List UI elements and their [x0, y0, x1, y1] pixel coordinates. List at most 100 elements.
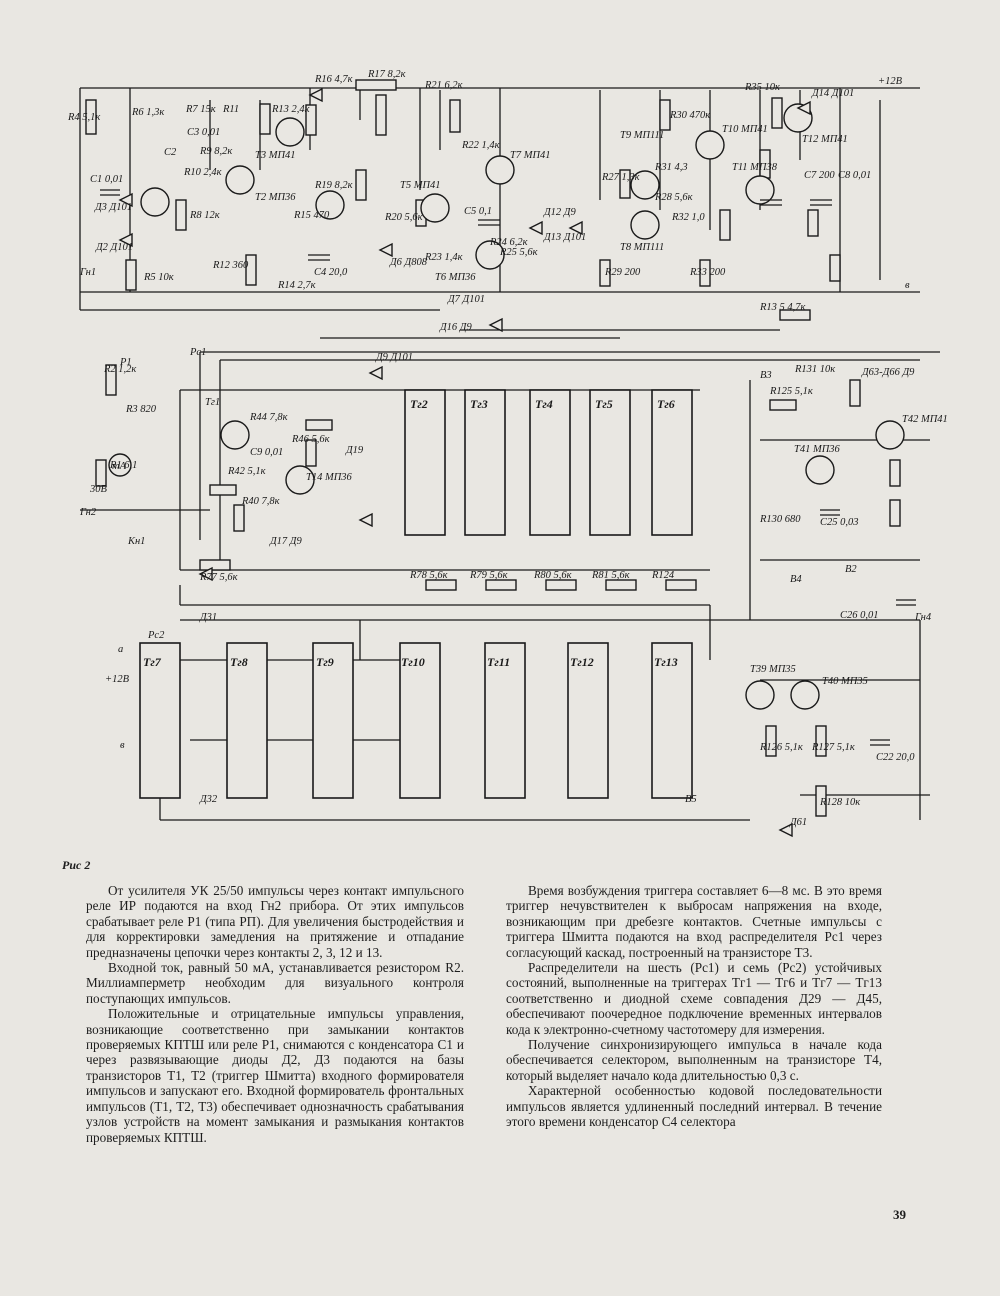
component-label: R27 1,3к: [601, 172, 640, 183]
component-label: R35 10к: [744, 82, 780, 93]
component-label: R79 5,6к: [469, 570, 508, 581]
component-label: R128 10к: [819, 797, 860, 808]
distributor-label: Рс2: [147, 630, 165, 641]
resistor-labels: R4 5,1к R6 1,3к R7 15к R11 R13 2,4к R16 …: [67, 69, 860, 808]
component-label: Д14 Д101: [811, 88, 854, 99]
component-label: R77 5,6к: [199, 572, 238, 583]
relay-label: Р1: [119, 357, 132, 368]
paragraph: От усилителя УК 25/50 импульсы через кон…: [86, 883, 464, 960]
component-label: Д32: [199, 794, 218, 805]
component-label: R40 7,8к: [241, 496, 280, 507]
component-label: R21 6,2к: [424, 80, 463, 91]
component-label: R124: [651, 570, 675, 581]
paragraph: Получение синхронизирующего импульса в н…: [506, 1037, 882, 1083]
trigger-label: Тг5: [595, 397, 613, 411]
component-label: R8 12к: [189, 210, 220, 221]
switch-label: В3: [760, 370, 772, 381]
trigger-label: Тг7: [143, 655, 162, 669]
component-label: Д12 Д9: [543, 207, 576, 218]
component-label: R2 1,2к: [103, 364, 136, 375]
component-label: T39 МП35: [750, 664, 796, 675]
component-label: Д16 Д9: [439, 322, 472, 333]
component-label: T7 МП41: [510, 150, 551, 161]
component-label: R5 10к: [143, 272, 174, 283]
component-label: C25 0,03: [820, 517, 859, 528]
component-label: T42 МП41: [902, 414, 948, 425]
component-label: Д63-Д66 Д9: [861, 367, 915, 378]
trigger-label: Тг3: [470, 397, 488, 411]
component-label: R4 5,1к: [67, 112, 100, 123]
component-label: T2 МП36: [255, 192, 296, 203]
component-label: T6 МП36: [435, 272, 476, 283]
trigger-label: Тг9: [316, 655, 334, 669]
component-label: T9 МП111: [620, 130, 664, 141]
component-label: R3 820: [125, 404, 157, 415]
paragraph: Время возбуждения триггера составляет 6—…: [506, 883, 882, 960]
trigger-label: Тг8: [230, 655, 248, 669]
component-label: T41 МП36: [794, 444, 841, 455]
connector-label: Гн2: [79, 507, 97, 518]
connector-label: Гн4: [914, 612, 932, 623]
component-label: Д31: [199, 612, 217, 623]
component-label: T3 МП41: [255, 150, 296, 161]
component-label: R15 470: [293, 210, 330, 221]
component-label: R78 5,6к: [409, 570, 448, 581]
paragraph: Характерной особенностью кодовой последо…: [506, 1083, 882, 1130]
component-label: Д3 Д101: [94, 202, 132, 213]
button-label: Кн1: [127, 536, 145, 547]
switch-label: В5: [685, 794, 697, 805]
component-label: R80 5,6к: [533, 570, 572, 581]
trigger-labels: Тг2 Тг3 Тг4 Тг5 Тг6 Тг7 Тг8 Тг9 Тг10 Тг1…: [143, 397, 678, 669]
input-label-b: в: [120, 740, 125, 751]
component-label: R9 8,2к: [199, 146, 232, 157]
trigger-label: Тг13: [654, 655, 678, 669]
trigger-label: Тг12: [570, 655, 594, 669]
paragraph: Положительные и отрицательные импульсы у…: [86, 1006, 464, 1145]
component-label: T8 МП111: [620, 242, 664, 253]
transistor-symbols: [108, 103, 905, 710]
switch-label: В4: [790, 574, 802, 585]
component-label: T12 МП41: [802, 134, 848, 145]
component-label: R42 5,1к: [227, 466, 266, 477]
component-label: Д7 Д101: [447, 294, 485, 305]
power-labels: +12В в а +12В в: [105, 76, 910, 751]
capacitor-labels: C1 0,01 C2 C3 0,01 C4 20,0 C5 0,1 C7 200…: [90, 127, 915, 763]
component-label: R11: [222, 104, 239, 115]
component-label: Д19: [345, 445, 364, 456]
component-label: R131 10к: [794, 364, 835, 375]
component-label: R24 6,2к: [489, 237, 528, 248]
component-label: R1 6,1: [109, 460, 137, 471]
component-label: C3 0,01: [187, 127, 220, 138]
component-label: C5 0,1: [464, 206, 492, 217]
component-label: R12 360: [212, 260, 249, 271]
component-label: C1 0,01: [90, 174, 123, 185]
component-label: R22 1,4к: [461, 140, 500, 151]
circuit-schematic: +12В в а +12В в Тг2 Тг3 Тг4 Тг5 Тг6 Тг7 …: [67, 69, 948, 838]
component-label: Д61: [789, 817, 807, 828]
component-label: R44 7,8к: [249, 412, 288, 423]
component-label: T5 МП41: [400, 180, 441, 191]
component-label: R28 5,6к: [654, 192, 693, 203]
component-label: R30 470к: [669, 110, 710, 121]
component-label: R31 4,3: [654, 162, 688, 173]
ammeter-label: mA: [112, 461, 127, 472]
component-label: T11 МП38: [732, 162, 778, 173]
diode-labels: Д2 Д101 Д3 Д101 Д6 Д808 Д7 Д101 Д9 Д101 …: [94, 88, 915, 828]
switch-label: В2: [845, 564, 857, 575]
component-label: Д2 Д101: [95, 242, 133, 253]
trigger-label: Тг11: [487, 655, 510, 669]
component-label: C4 20,0: [314, 267, 348, 278]
component-label: R46 5,6к: [291, 434, 330, 445]
component-label: R16 4,7к: [314, 74, 353, 85]
component-label: R126 5,1к: [759, 742, 803, 753]
component-label: C8 0,01: [838, 170, 871, 181]
text-column-right: Время возбуждения триггера составляет 6—…: [506, 883, 882, 1130]
component-label: C22 20,0: [876, 752, 915, 763]
component-label: R32 1,0: [671, 212, 705, 223]
component-label: R25 5,6к: [499, 247, 538, 258]
component-label: T40 МП35: [822, 676, 868, 687]
component-label: Д13 Д101: [543, 232, 586, 243]
text-column-left: От усилителя УК 25/50 импульсы через кон…: [86, 883, 464, 1145]
connector-label: Гн1: [79, 267, 96, 278]
component-label: R13 5 4,7к: [759, 302, 806, 313]
